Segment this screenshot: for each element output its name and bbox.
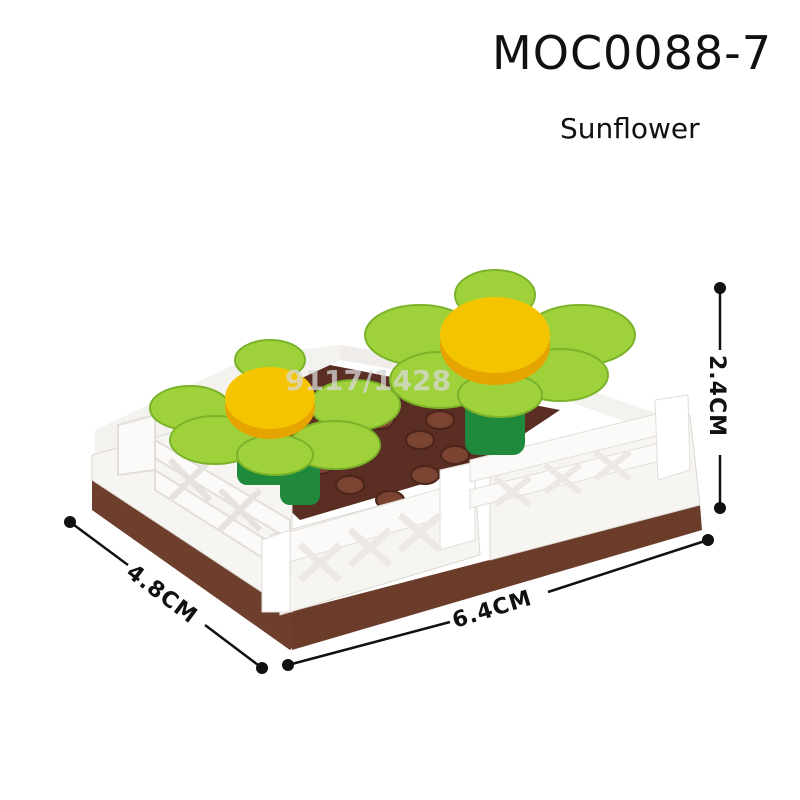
height-dim-endpoint-bottom bbox=[714, 502, 726, 514]
leaves-right bbox=[364, 269, 636, 418]
product-code: MOC0088-7 bbox=[492, 26, 772, 80]
right-fence bbox=[469, 394, 691, 509]
base-plate bbox=[92, 480, 300, 650]
flower-center-right bbox=[440, 297, 550, 373]
flower-center-left bbox=[225, 367, 315, 429]
sunflower-right bbox=[364, 269, 636, 455]
width-dim-endpoint-left bbox=[282, 659, 294, 671]
width-dimension bbox=[287, 538, 709, 667]
watermark-text: 9117/1428 bbox=[285, 364, 451, 397]
product-name: Sunflower bbox=[560, 112, 700, 145]
left-fence bbox=[117, 413, 291, 577]
sunflower-left bbox=[149, 339, 401, 505]
front-fence bbox=[261, 461, 476, 613]
depth-dim-endpoint-left bbox=[64, 516, 76, 528]
height-label: 2.4CM bbox=[704, 355, 729, 437]
width-dim-endpoint-right bbox=[702, 534, 714, 546]
depth-dimension bbox=[69, 520, 263, 669]
depth-dim-endpoint-right bbox=[256, 662, 268, 674]
base-plate-front bbox=[290, 505, 702, 650]
height-dim-endpoint-top bbox=[714, 282, 726, 294]
